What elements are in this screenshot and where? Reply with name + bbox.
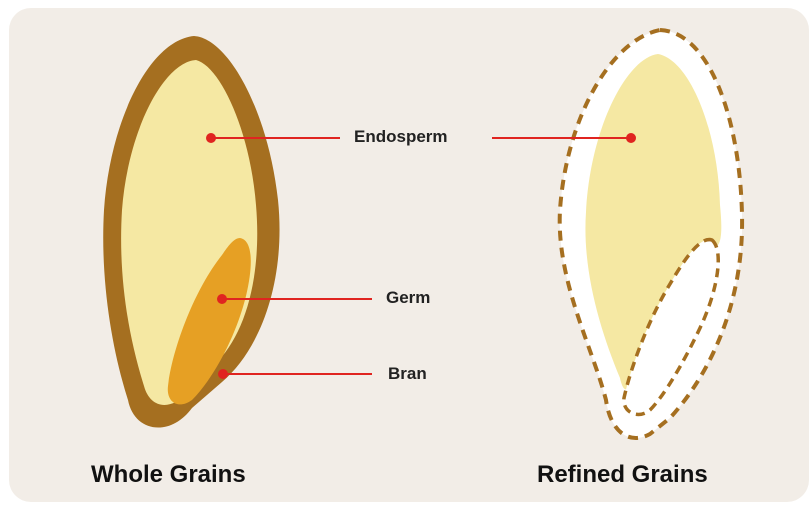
endosperm-label: Endosperm <box>354 127 448 147</box>
refined-grains-caption: Refined Grains <box>537 461 708 489</box>
endosperm-dot-right <box>626 133 636 143</box>
whole-grains-caption: Whole Grains <box>91 461 246 489</box>
bran-label: Bran <box>388 364 427 384</box>
whole-grain <box>103 36 279 428</box>
germ-label: Germ <box>386 288 430 308</box>
germ-dot <box>217 294 227 304</box>
bran-dot <box>218 369 228 379</box>
endosperm-dot-left <box>206 133 216 143</box>
refined-grain <box>560 30 742 438</box>
